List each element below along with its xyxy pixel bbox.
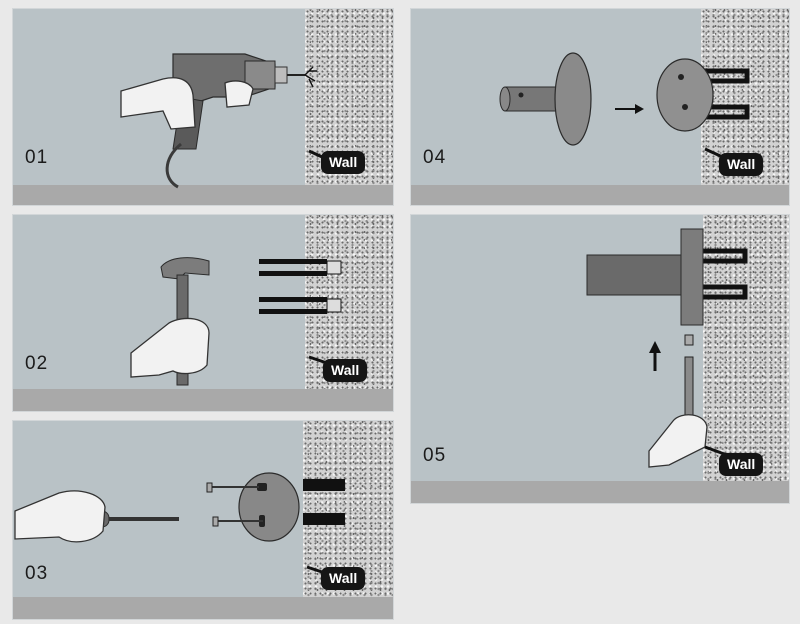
step-number: 01 — [25, 147, 49, 168]
hand-icon — [130, 317, 210, 378]
hand-icon — [648, 414, 708, 468]
hand-icon — [120, 77, 254, 130]
step-01-panel: 01 Wall — [12, 8, 394, 206]
step-number: 03 — [25, 563, 49, 584]
mounting-plate-icon — [656, 58, 714, 132]
bracket-icon — [499, 52, 592, 146]
step-04-illustration — [499, 52, 750, 161]
step-number: 02 — [25, 353, 49, 374]
wall-label: Wall — [321, 151, 366, 174]
shelf — [13, 597, 393, 619]
mounting-plate-icon — [238, 472, 300, 542]
wall-anchor-icon — [259, 259, 342, 314]
shelf — [411, 185, 789, 205]
wall-anchor-icon — [701, 68, 750, 120]
screw-icon — [206, 482, 263, 527]
arrow-up-icon — [649, 341, 661, 371]
wall-crack-icon — [304, 66, 317, 88]
towel-bar-icon — [586, 228, 704, 326]
step-02-panel: 02 Wall — [12, 214, 394, 412]
wall-anchor-icon — [303, 479, 345, 525]
hand-icon — [14, 490, 106, 543]
wall-anchor-icon — [701, 248, 748, 300]
step-04-panel: 04 Wall — [410, 8, 790, 206]
wall-label: Wall — [719, 453, 764, 476]
shelf — [13, 185, 393, 205]
step-01-illustration — [120, 53, 332, 189]
shelf — [411, 481, 789, 503]
wall-label: Wall — [323, 359, 368, 382]
step-number: 04 — [423, 147, 447, 168]
step-05-illustration — [586, 228, 748, 468]
shelf — [13, 389, 393, 411]
wall-label: Wall — [719, 153, 764, 176]
step-05-panel: 05 Wall — [410, 214, 790, 504]
step-number: 05 — [423, 445, 447, 466]
step-03-panel: 03 Wall — [12, 420, 394, 620]
step-03-illustration — [14, 472, 345, 577]
wall-texture — [305, 215, 393, 393]
step-02-illustration — [130, 257, 342, 386]
wall-label: Wall — [321, 567, 366, 590]
arrow-right-icon — [615, 104, 644, 114]
